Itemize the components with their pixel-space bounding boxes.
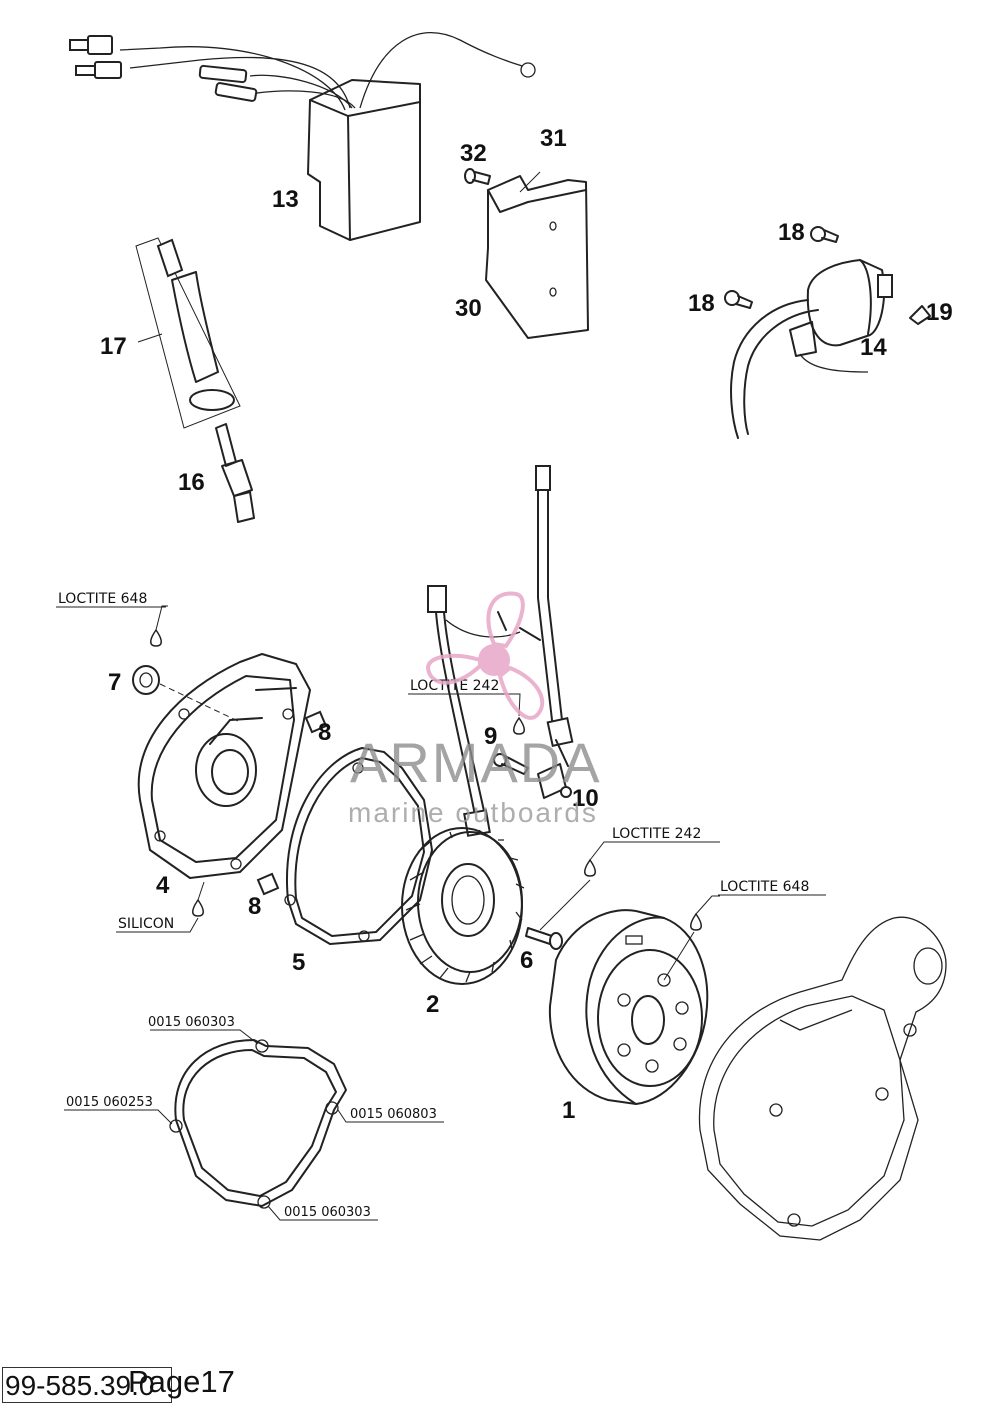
- callout-13: 13: [272, 186, 299, 213]
- callout-32: 32: [460, 140, 487, 167]
- spark-plug-cap: [135, 237, 241, 429]
- page-label: Page17: [128, 1364, 235, 1399]
- mounting-bracket: [485, 171, 589, 339]
- callout-18-lower: 18: [688, 290, 715, 317]
- callout-7: 7: [108, 669, 121, 696]
- part-number-left: 0015 060253: [66, 1095, 153, 1110]
- callout-8-lower: 8: [248, 893, 261, 920]
- callout-31: 31: [540, 125, 567, 152]
- oil-seal: [132, 665, 160, 695]
- loctite-drop-6: [584, 858, 596, 877]
- pulse-generator: [537, 739, 572, 799]
- stator: [401, 827, 525, 985]
- note-loctite-648-top: LOCTITE 648: [58, 591, 147, 607]
- watermark-subtitle: marine outboards: [348, 797, 598, 828]
- note-loctite-648-right: LOCTITE 648: [720, 879, 809, 895]
- callout-8-upper: 8: [318, 719, 331, 746]
- propeller-logo: [425, 591, 545, 720]
- callout-18-upper: 18: [778, 219, 805, 246]
- coil-clip: [909, 305, 931, 325]
- crankcase-half: [698, 916, 947, 1241]
- cover-gasket: [284, 747, 433, 945]
- callout-9: 9: [484, 723, 497, 750]
- flywheel: [548, 909, 709, 1105]
- callout-6: 6: [520, 947, 533, 974]
- loctite-drop-7: [150, 628, 162, 647]
- callout-2: 2: [426, 991, 439, 1018]
- callout-16: 16: [178, 469, 205, 496]
- bracket-screw: [464, 168, 491, 185]
- callout-10: 10: [572, 785, 599, 812]
- loctite-drop-1: [690, 912, 702, 931]
- callout-17: 17: [100, 333, 127, 360]
- part-number-right: 0015 060803: [350, 1107, 437, 1122]
- part-number-bottom: 0015 060303: [284, 1205, 371, 1220]
- dowel-lower: [256, 872, 280, 896]
- armada-watermark: ARMADA marine outboards: [348, 591, 602, 828]
- note-loctite-242-mid: LOCTITE 242: [410, 678, 499, 694]
- dowel-upper: [304, 710, 328, 734]
- coil-bolt-lower: [724, 290, 753, 309]
- ignition-coil: [730, 259, 893, 439]
- part-number-top: 0015 060303: [148, 1015, 235, 1030]
- callout-14: 14: [860, 334, 887, 361]
- pulse-generator-screw: [493, 753, 529, 775]
- callout-4: 4: [156, 872, 170, 899]
- cdi-unit: [69, 31, 536, 241]
- coil-bolt-upper: [810, 226, 839, 243]
- callout-1: 1: [562, 1097, 575, 1124]
- silicon-drop: [192, 898, 204, 917]
- callout-19: 19: [926, 299, 953, 326]
- loctite-drop-9: [513, 716, 525, 735]
- crankcase-gasket: [64, 1029, 444, 1221]
- note-loctite-242-right: LOCTITE 242: [612, 826, 701, 842]
- ignition-cover: [137, 653, 311, 879]
- callout-30: 30: [455, 295, 482, 322]
- document-code: 99-585.39.0: [2, 1367, 172, 1403]
- flywheel-bolt: [525, 927, 563, 950]
- spark-plug: [215, 423, 255, 523]
- callout-5: 5: [292, 949, 305, 976]
- wiring-harness: [427, 465, 574, 837]
- note-silicon: SILICON: [118, 916, 174, 932]
- watermark-title: ARMADA: [350, 731, 602, 794]
